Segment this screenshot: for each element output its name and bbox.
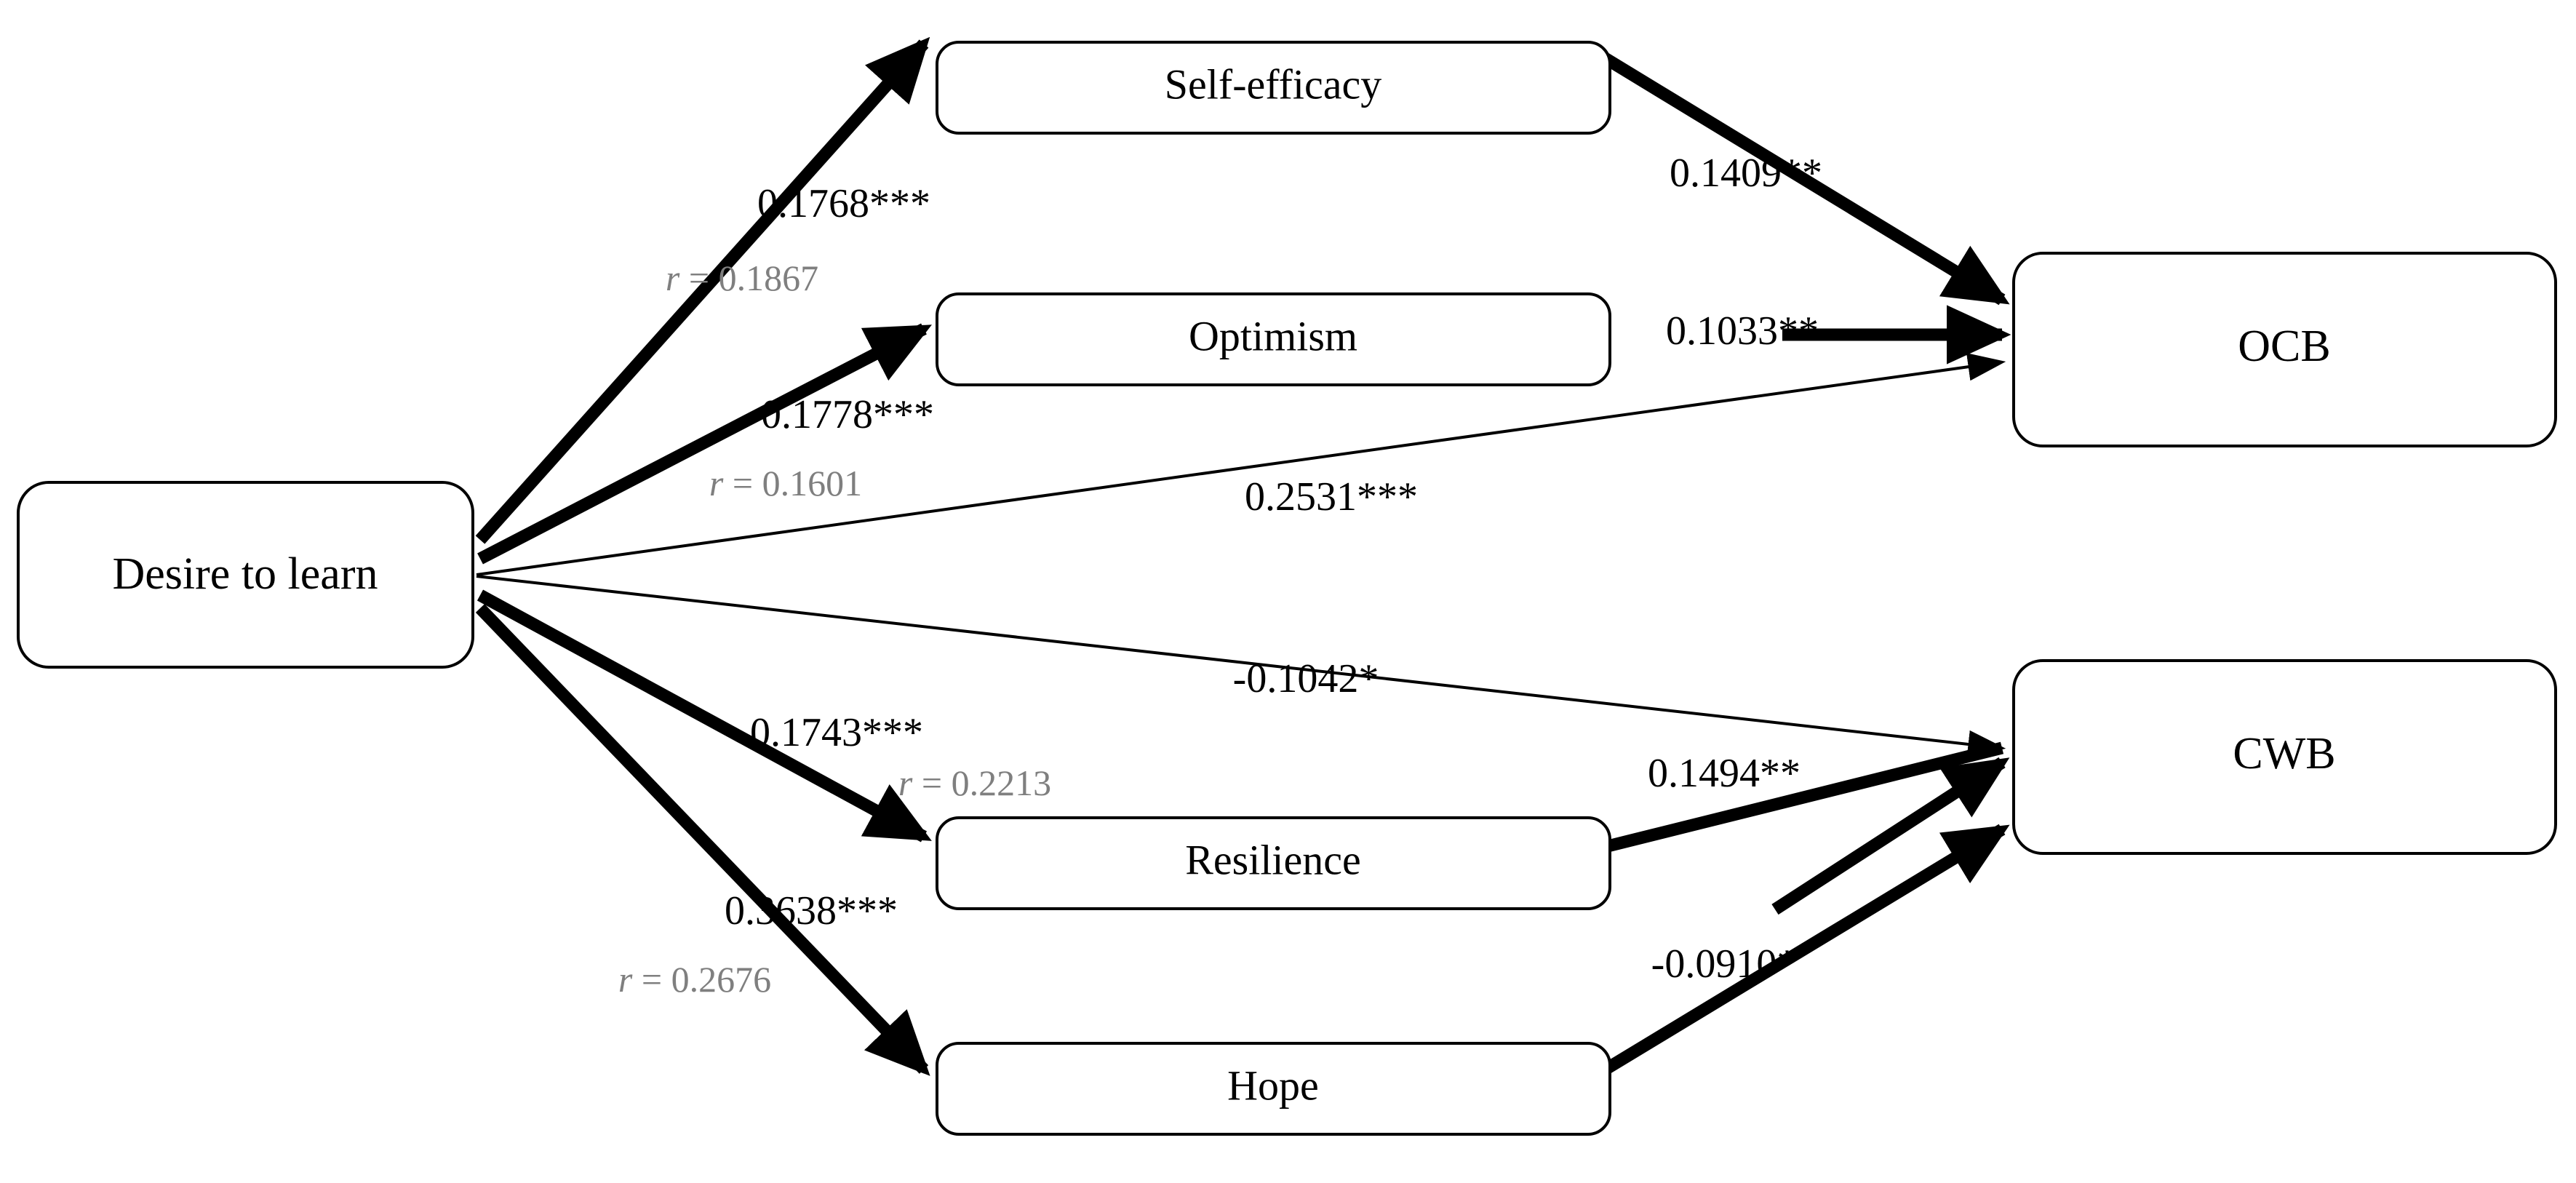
node-ocb-label: OCB — [2238, 322, 2330, 371]
node-resilience-label: Resilience — [1185, 836, 1361, 883]
edge-desire-to-resilience — [476, 589, 932, 843]
node-desire-to-learn-box[interactable] — [17, 481, 474, 669]
edge-resilience-stub — [1591, 741, 2004, 856]
edge-label-desire-cwb-coef: -0.1042* — [1233, 656, 1379, 701]
node-resilience[interactable]: Resilience — [936, 816, 1611, 910]
node-desire-to-learn-label: Desire to learn — [113, 549, 378, 599]
node-hope-box[interactable] — [936, 1042, 1611, 1136]
edge-desire-to-optimism — [477, 323, 932, 565]
edge-label-desire-resilience-coef: 0.1743*** — [750, 710, 923, 755]
edge-label-desire-self-efficacy-coef: 0.1768*** — [757, 181, 930, 226]
node-cwb-box[interactable] — [2012, 659, 2557, 855]
edge-label-desire-self-efficacy-r: r = 0.1867 — [666, 258, 818, 298]
edge-desire-to-hope — [475, 604, 930, 1076]
node-cwb[interactable]: CWB — [2012, 659, 2557, 855]
node-optimism-label: Optimism — [1189, 312, 1357, 359]
node-hope[interactable]: Hope — [936, 1042, 1611, 1136]
node-optimism[interactable]: Optimism — [936, 292, 1611, 386]
node-hope-label: Hope — [1227, 1061, 1319, 1109]
edge-desire-to-ocb — [476, 353, 2006, 576]
node-cwb-label: CWB — [2233, 729, 2335, 778]
edge-label-desire-hope-r: r = 0.2676 — [618, 959, 771, 1000]
node-self-efficacy[interactable]: Self-efficacy — [936, 41, 1611, 135]
edge-label-desire-ocb-coef: 0.2531*** — [1245, 474, 1418, 519]
edge-self-efficacy-to-ocb — [1590, 45, 2010, 306]
node-ocb[interactable]: OCB — [2012, 252, 2557, 447]
edge-label-desire-hope-coef: 0.3638*** — [725, 888, 898, 933]
edge-label-hope-cwb-coef: -0.0910* — [1651, 941, 1798, 987]
edge-label-desire-resilience-r: r = 0.2213 — [898, 762, 1051, 803]
node-self-efficacy-box[interactable] — [936, 41, 1611, 135]
node-desire-to-learn[interactable]: Desire to learn — [17, 481, 474, 669]
edge-label-optimism-ocb-coef: 0.1033** — [1666, 308, 1819, 354]
edge-label-desire-optimism-r: r = 0.1601 — [709, 463, 862, 503]
edge-hope-to-cwb — [1590, 824, 2010, 1083]
node-ocb-box[interactable] — [2012, 252, 2557, 447]
edge-label-resilience-ocb-coef: 0.1494** — [1648, 751, 1801, 796]
node-resilience-box[interactable] — [936, 816, 1611, 910]
edge-label-self-efficacy-ocb-coef: 0.1409** — [1670, 151, 1822, 196]
edge-resilience-to-ocb — [1771, 757, 2010, 915]
node-optimism-box[interactable] — [936, 292, 1611, 386]
edge-label-desire-optimism-coef: 0.1778*** — [761, 392, 934, 437]
edge-desire-to-self-efficacy — [475, 36, 930, 544]
node-self-efficacy-label: Self-efficacy — [1165, 60, 1381, 108]
edge-desire-to-cwb — [476, 575, 2006, 759]
